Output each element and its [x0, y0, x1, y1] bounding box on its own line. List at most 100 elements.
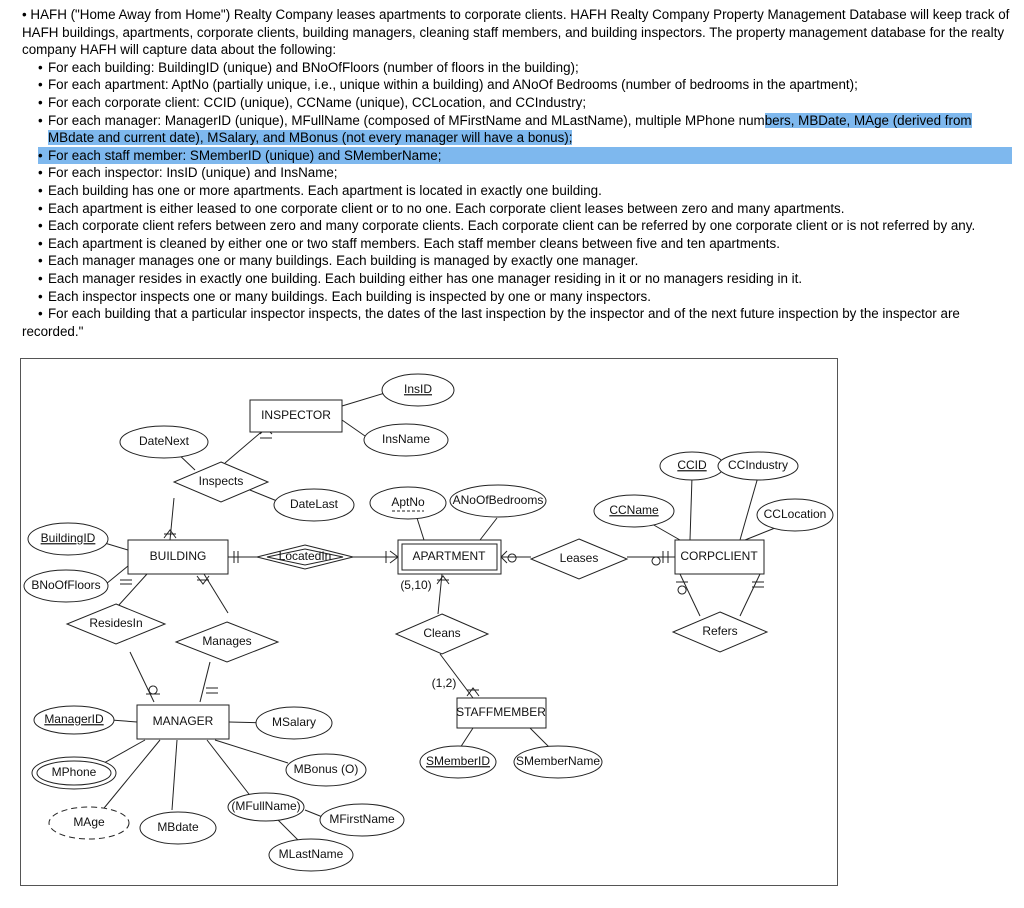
link-inspects-building — [169, 497, 175, 541]
attr-anoofbedrooms — [449, 484, 547, 518]
link-building-bnooffloors — [105, 565, 129, 585]
card-staff-cleans: (1,2) — [432, 676, 457, 690]
requirement-item: For each corporate client: CCID (unique)… — [38, 94, 1012, 112]
link-corpclient-refers-right — [739, 573, 761, 617]
rel-locatedin-inner — [266, 548, 344, 566]
attr-managerid — [33, 705, 115, 735]
requirement-item: Each manager manages one or many buildin… — [38, 252, 1012, 270]
rel-residesin-label: ResidesIn — [89, 616, 142, 630]
attr-buildingid-label: BuildingID — [41, 531, 96, 545]
attr-smemberid — [419, 745, 497, 779]
attr-insname — [363, 423, 449, 457]
requirement-item: For each inspector: InsID (unique) and I… — [38, 164, 1012, 182]
entity-staffmember — [456, 697, 547, 729]
attr-smembername — [513, 745, 603, 779]
er-diagram: INSPECTOR BUILDING APARTMENT CORPCLIENT … — [23, 373, 834, 872]
attr-insname-label: InsName — [382, 432, 430, 446]
attr-mage — [48, 806, 130, 840]
attr-mbonus — [285, 753, 367, 787]
attr-insid-label: InsID — [404, 382, 432, 396]
requirement-text: Each manager resides in exactly one buil… — [48, 270, 803, 286]
link-staffmember-smembername — [529, 727, 551, 749]
rel-inspects-label: Inspects — [199, 474, 244, 488]
mark-building-leftbottom — [120, 579, 132, 585]
mark-building-top — [163, 529, 177, 539]
closing-line: recorded." — [22, 323, 84, 339]
requirement-text: Each apartment is cleaned by either one … — [48, 235, 780, 251]
attr-mfullname — [227, 792, 305, 822]
requirement-text: Each building has one or more apartments… — [48, 182, 602, 198]
entity-building — [127, 539, 229, 575]
entity-apartment-label: APARTMENT — [413, 549, 487, 563]
attr-cclocation-label: CCLocation — [764, 507, 827, 521]
entity-inspector — [249, 399, 343, 433]
attr-mphone-label: MPhone — [52, 765, 97, 779]
requirement-item: Each corporate client refers between zer… — [38, 217, 1012, 235]
link-apartment-anoofbedrooms — [479, 517, 498, 541]
requirement-item: Each apartment is either leased to one c… — [38, 200, 1012, 218]
link-manager-mbonus — [214, 739, 289, 764]
attr-ccid-label: CCID — [677, 458, 707, 472]
requirement-item: Each building has one or more apartments… — [38, 182, 1012, 200]
rel-leases — [529, 538, 629, 580]
link-inspector-insid — [341, 392, 386, 407]
requirement-text: Each manager manages one or many buildin… — [48, 253, 639, 269]
attr-insid — [381, 373, 455, 407]
requirement-text: For each inspector: InsID (unique) and I… — [48, 165, 338, 181]
requirement-item: For each manager: ManagerID (unique), MF… — [38, 112, 1012, 147]
attr-mage-label: MAge — [73, 815, 105, 829]
attr-buildingid — [27, 522, 109, 556]
entity-building-label: BUILDING — [150, 549, 207, 563]
link-inspector-insname — [341, 419, 366, 437]
attr-managerid-label: ManagerID — [44, 712, 104, 726]
attr-msalary-label: MSalary — [272, 715, 316, 729]
link-cleans-staffmember — [439, 653, 474, 699]
attr-mfullname-label: (MFullName) — [231, 799, 300, 813]
rel-manages-label: Manages — [202, 634, 251, 648]
attr-ccname-label: CCName — [609, 503, 659, 517]
entity-inspector-label: INSPECTOR — [261, 408, 331, 422]
requirement-text: Each inspector inspects one or many buil… — [48, 288, 651, 304]
attr-mbonus-label: MBonus (O) — [294, 762, 359, 776]
requirement-text: For each manager: ManagerID (unique), MF… — [48, 112, 765, 128]
requirement-item: Each apartment is cleaned by either one … — [38, 235, 1012, 253]
requirements-list: For each building: BuildingID (unique) a… — [22, 59, 1012, 323]
requirement-item: For each building: BuildingID (unique) a… — [38, 59, 1012, 77]
card-apartment-cleans: (5,10) — [400, 578, 431, 592]
mark-corpclient-refers-right — [752, 581, 764, 588]
attr-bnooffloors-label: BNoOfFloors — [31, 578, 100, 592]
attr-cclocation — [756, 498, 834, 532]
mark-corpclient-refers-left — [676, 581, 688, 595]
requirement-text: For each apartment: AptNo (partially uni… — [48, 77, 858, 93]
requirement-text: Each corporate client refers between zer… — [48, 218, 976, 234]
entity-corpclient-label: CORPCLIENT — [680, 549, 758, 563]
rel-refers-label: Refers — [702, 624, 737, 638]
attr-smemberid-label: SMemberID — [426, 754, 490, 768]
attr-mlastname-label: MLastName — [279, 847, 344, 861]
attr-datelast — [273, 488, 355, 522]
entity-manager — [136, 704, 230, 740]
mark-manager-residesin — [146, 685, 160, 695]
link-manages-manager — [199, 661, 211, 703]
mark-apartment-cleans — [436, 575, 450, 585]
attr-aptno — [369, 486, 447, 520]
entity-manager-label: MANAGER — [153, 714, 214, 728]
attr-mlastname — [268, 838, 354, 872]
link-corpclient-ccid — [689, 476, 693, 541]
requirement-text: For each corporate client: CCID (unique)… — [48, 94, 587, 110]
link-corpclient-ccname — [651, 523, 681, 541]
link-corpclient-ccindustry — [739, 476, 759, 541]
entity-staffmember-label: STAFFMEMBER — [456, 705, 546, 719]
attr-bnooffloors — [23, 569, 109, 603]
requirement-item: For each apartment: AptNo (partially uni… — [38, 76, 1012, 94]
rel-locatedin-label: LocatedIn — [279, 549, 332, 563]
attr-ccindustry-label: CCIndustry — [728, 458, 788, 472]
rel-residesin — [65, 603, 167, 645]
link-corpclient-refers-left — [679, 573, 701, 617]
attr-mbdate-label: MBdate — [157, 820, 199, 834]
attr-anoofbedrooms-label: ANoOfBedrooms — [453, 493, 544, 507]
link-apartment-cleans — [437, 573, 443, 615]
requirement-item: Each manager resides in exactly one buil… — [38, 270, 1012, 288]
link-apartment-aptno — [416, 517, 425, 541]
requirement-text: For each building: BuildingID (unique) a… — [48, 59, 579, 75]
